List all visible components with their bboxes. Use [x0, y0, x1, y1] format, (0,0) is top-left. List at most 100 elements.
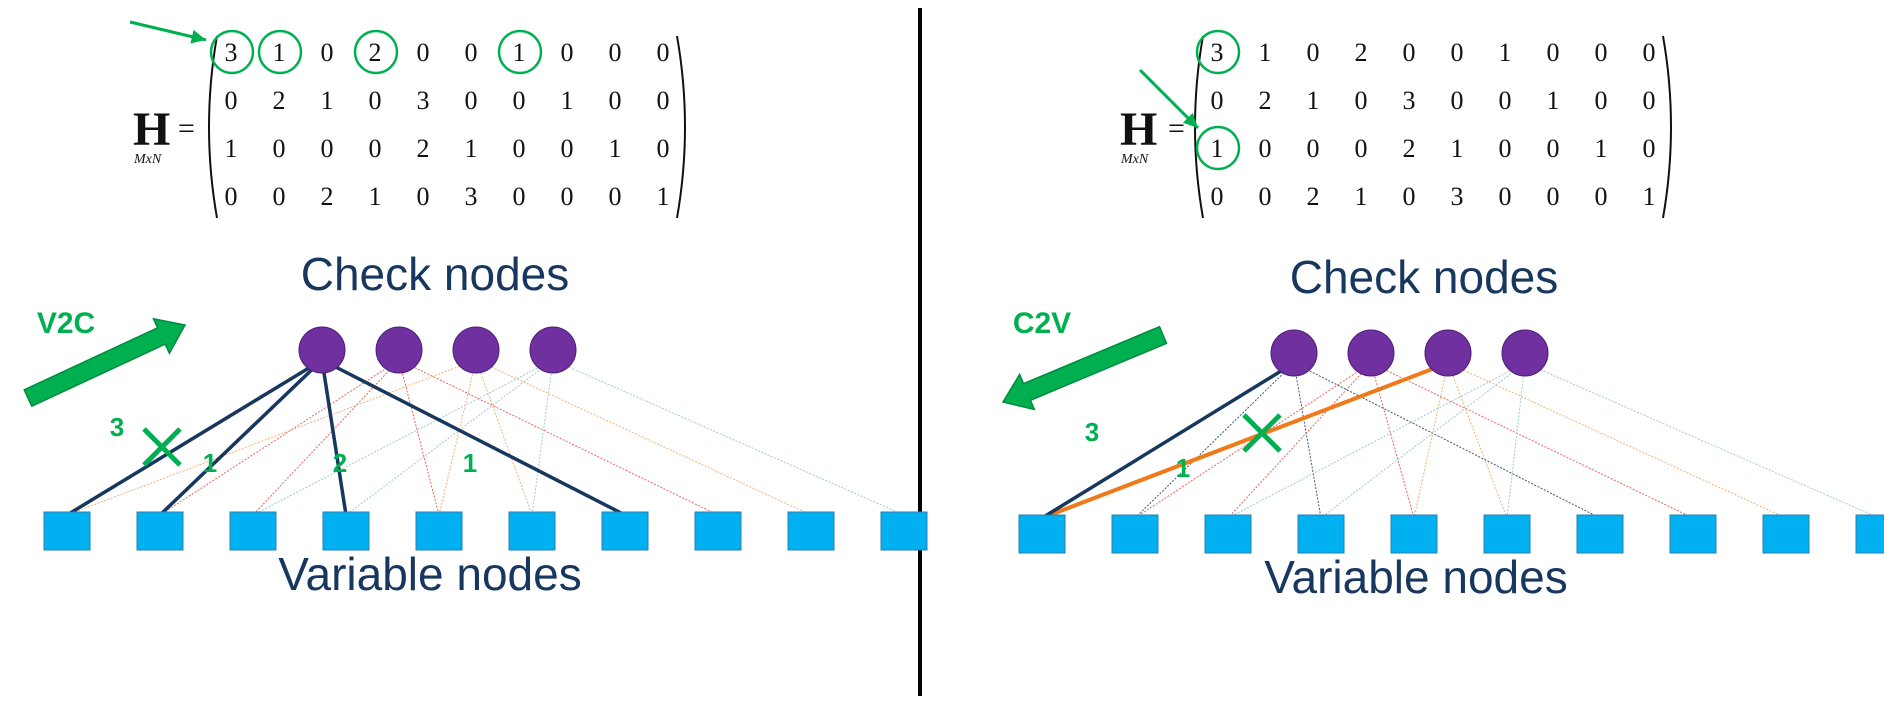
matrix-cell: 0: [657, 86, 670, 115]
matrix-cell: 0: [1643, 38, 1656, 67]
matrix-cell: 0: [1211, 182, 1224, 211]
circled-entry-marker: [257, 29, 303, 75]
matrix-cell: 1: [321, 86, 334, 115]
matrix-cell: 2: [1307, 182, 1320, 211]
matrix-cell: 0: [1643, 134, 1656, 163]
variable-node: [508, 511, 556, 551]
graph-edge: [398, 359, 719, 516]
variable-node: [43, 511, 91, 551]
matrix-cell: 0: [513, 182, 526, 211]
matrix-cell: 0: [417, 38, 430, 67]
variable-node: [787, 511, 835, 551]
matrix-cell: 0: [1547, 182, 1560, 211]
matrix-cell: 0: [1499, 86, 1512, 115]
graph-edge: [1293, 362, 1601, 519]
graph-edge: [66, 359, 477, 516]
graph-edge: [552, 359, 905, 516]
matrix-right-bracket: [676, 35, 686, 219]
tanner-graph-edges: [1041, 361, 1880, 520]
matrix-cell: 1: [513, 38, 526, 67]
matrix-cell: 1: [1307, 86, 1320, 115]
matrix-cell: 0: [1355, 86, 1368, 115]
variable-node: [1762, 514, 1810, 554]
check-node: [1270, 329, 1318, 377]
matrix-cell: 0: [657, 38, 670, 67]
matrix-cell: 2: [273, 86, 286, 115]
variable-node: [1297, 514, 1345, 554]
matrix-cell: 2: [417, 134, 430, 163]
matrix-cell: 3: [1211, 38, 1224, 67]
variable-node: [1390, 514, 1438, 554]
edge-weight-label: 1: [1176, 453, 1190, 483]
matrix-cell: 1: [609, 134, 622, 163]
variable-node: [1018, 514, 1066, 554]
matrix-cell: 0: [1259, 182, 1272, 211]
matrix-cell: 0: [1547, 134, 1560, 163]
graph-edge: [1413, 362, 1449, 519]
active-edge: [66, 358, 323, 517]
active-edge: [1041, 361, 1295, 520]
tanner-graph-edges: [66, 358, 905, 517]
check-node: [1424, 329, 1472, 377]
edge-weight-label: 3: [110, 412, 124, 442]
matrix-cell: 3: [225, 38, 238, 67]
matrix-cell: 0: [225, 86, 238, 115]
circled-entry-marker: [497, 29, 543, 75]
matrix-equals: =: [178, 112, 195, 145]
matrix-cell: 0: [273, 182, 286, 211]
check-node: [1501, 329, 1549, 377]
matrix-cell: 2: [1259, 86, 1272, 115]
cross-mark: [1242, 413, 1282, 453]
matrix-symbol: H: [1120, 103, 1157, 156]
matrix-cell: 0: [513, 134, 526, 163]
active-edge: [158, 358, 324, 517]
matrix-cell: 3: [417, 86, 430, 115]
matrix-cell: 0: [273, 134, 286, 163]
matrix-cell: 2: [321, 182, 334, 211]
matrix-cell: 0: [1451, 86, 1464, 115]
edge-weight-label: 2: [333, 448, 347, 478]
matrix-cell: 0: [1211, 86, 1224, 115]
graph-edge: [475, 359, 533, 516]
matrix-cell: 0: [1547, 38, 1560, 67]
matrix-right-bracket: [1662, 35, 1672, 219]
matrix-cell: 0: [1259, 134, 1272, 163]
direction-label: C2V: [1013, 307, 1071, 340]
variable-nodes-label: Variable nodes: [1264, 551, 1567, 603]
graph-edge: [1524, 362, 1880, 519]
circled-entry-marker: [1195, 29, 1241, 75]
matrix-cell: 0: [609, 86, 622, 115]
active-edge: [321, 358, 626, 517]
check-nodes: [1270, 329, 1549, 377]
matrix-cell: 0: [1595, 182, 1608, 211]
variable-node: [1855, 514, 1884, 554]
variable-node: [229, 511, 277, 551]
edge-weight-label: 1: [463, 448, 477, 478]
circled-entry-marker: [1195, 125, 1241, 171]
matrix-cell: 0: [225, 182, 238, 211]
matrix-cell: 0: [513, 86, 526, 115]
matrix-cell: 0: [1499, 182, 1512, 211]
graph-edge: [1370, 362, 1415, 519]
variable-node: [1204, 514, 1252, 554]
variable-nodes-label: Variable nodes: [278, 548, 581, 600]
matrix-cell: 2: [1355, 38, 1368, 67]
variable-node: [136, 511, 184, 551]
matrix-cell: 0: [1355, 134, 1368, 163]
circled-entry-marker: [209, 29, 255, 75]
edge-weight-label: 3: [1085, 417, 1099, 447]
matrix-cell: 1: [369, 182, 382, 211]
matrix-cell: 0: [369, 86, 382, 115]
matrix-subscript: MxN: [1120, 152, 1149, 167]
matrix-cell: 0: [1595, 38, 1608, 67]
highlighted-edge: [1041, 361, 1449, 520]
check-nodes-label: Check nodes: [301, 248, 570, 300]
matrix-cell: 1: [1355, 182, 1368, 211]
variable-nodes: [1018, 514, 1884, 554]
matrix-cell: 0: [561, 38, 574, 67]
variable-node: [1576, 514, 1624, 554]
matrix-cell: 1: [1259, 38, 1272, 67]
